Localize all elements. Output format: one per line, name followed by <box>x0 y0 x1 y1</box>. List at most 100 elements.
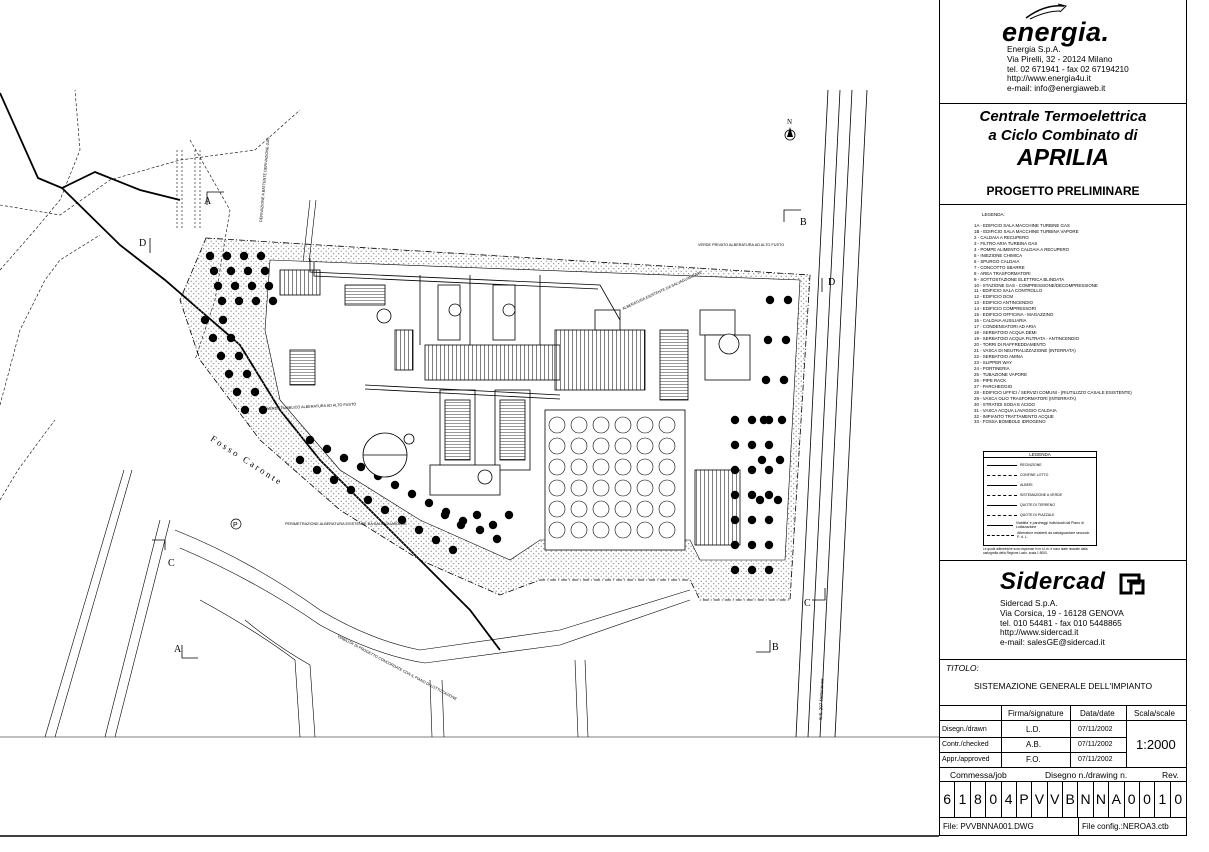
symbol-legend-label: RECINZIONE <box>1020 463 1042 467</box>
parking-symbol: P <box>230 518 242 530</box>
cooling-tower-cell <box>636 437 654 455</box>
energia-logo: energia. <box>1002 17 1110 47</box>
commessa-label: Commessa/job <box>950 770 1007 780</box>
file-config: File config.:NEROA3.ctb <box>1082 822 1169 831</box>
phase-label: PROGETTO PRELIMINARE <box>940 179 1186 205</box>
cooling-tower-cell <box>636 458 654 476</box>
tree-icon <box>264 281 274 291</box>
job-number-cell: 0 <box>1125 781 1140 817</box>
svg-text:A: A <box>204 196 212 207</box>
section-mark-c-right: C <box>804 588 826 609</box>
symbol-legend-label: QUOTE DI TERRENO <box>1020 503 1055 507</box>
legend-item: 11 - EDIFICIO SALA CONTROLLO <box>974 288 1043 294</box>
legend-item: 33 - FOSSA BOMBOLE IDROGENO <box>974 419 1046 425</box>
sidercad-logo: Sidercad <box>1000 568 1106 595</box>
tree-icon <box>224 369 234 379</box>
legend-symbol-icon <box>987 494 1017 496</box>
cooling-tower-cell <box>658 458 676 476</box>
date-drawn: 07/11/2002 <box>1078 726 1113 733</box>
tree-icon <box>397 515 407 525</box>
cooling-tower-cell <box>614 416 632 434</box>
cooling-tower-cell <box>636 521 654 539</box>
job-number-cell: A <box>1109 781 1125 817</box>
legend-item: 23 - SLIPPER WAY <box>974 359 1013 365</box>
tree-icon <box>472 510 482 520</box>
sig-approved: F.O. <box>1026 755 1041 764</box>
role-drawn: Disegn./drawn <box>942 726 987 733</box>
cooling-tower-cell <box>614 458 632 476</box>
tree-icon <box>260 266 270 276</box>
legend-symbol-icon <box>987 524 1013 526</box>
tree-icon <box>346 485 356 495</box>
section-mark-a-bottom: A <box>174 644 198 659</box>
tree-icon <box>242 369 252 379</box>
annotation-verde-privato: VERDE PRIVATO ALBERATURA AD ALTO FUSTO <box>698 243 784 247</box>
tree-icon <box>747 540 757 550</box>
job-number-cell: V <box>1032 781 1048 817</box>
cooling-tower-cell <box>614 479 632 497</box>
cooling-tower-cell <box>658 437 676 455</box>
tree-icon <box>305 435 315 445</box>
job-number-cell: 8 <box>971 781 987 817</box>
cooling-tower-cell <box>658 521 676 539</box>
svg-text:B: B <box>800 217 807 228</box>
cooling-tower-cell <box>636 479 654 497</box>
tree-icon <box>222 251 232 261</box>
legend-item: 28 - EDIFICIO UFFICI / SERVIZI COMUNI - … <box>974 389 1132 395</box>
job-number-cell: B <box>1063 781 1079 817</box>
tree-icon <box>258 405 268 415</box>
tree-icon <box>761 375 771 385</box>
tree-icon <box>730 440 740 450</box>
legend-item: 13 - EDIFICIO ANTINCENDIO <box>974 300 1034 306</box>
tree-icon <box>216 351 226 361</box>
job-number-cell: 4 <box>1002 781 1017 817</box>
section-mark-b-top: B <box>783 209 807 228</box>
job-number-cell: N <box>1094 781 1110 817</box>
rev-label: Rev. <box>1162 770 1179 780</box>
buildings <box>279 269 751 546</box>
project-title-line1: Centrale Termoelettrica <box>979 108 1147 125</box>
tree-icon <box>747 440 757 450</box>
legend-item: 1A - EDIFICIO SALA MACCHINE TURBINE GAS <box>974 223 1070 228</box>
annotation-perimetrazione: PERIMETRAZIONE ALBERATURA ESISTENTE DA S… <box>285 522 407 526</box>
cooling-tower-cell <box>548 521 566 539</box>
symbol-legend-label: Viabilita' e parcheggi individuati dal P… <box>1015 521 1084 529</box>
legend-item: 19 - SERBATOIO ACQUA FILTRATA - ANTINCEN… <box>974 336 1079 342</box>
legend-item: 24 - PORTINERIA <box>974 365 1010 371</box>
sig-drawn: L.D. <box>1026 725 1041 734</box>
cooling-tower-cell <box>548 437 566 455</box>
left-roads <box>44 199 691 738</box>
legend-item: 31 - VASCA ACQUA LAVAGGIO CALDAIA <box>974 407 1057 413</box>
cooling-tower-cell <box>592 500 610 518</box>
cooling-tower-cell <box>570 521 588 539</box>
energia-logo-icon <box>1025 3 1067 20</box>
tanks <box>362 303 740 485</box>
main-road <box>795 89 868 738</box>
tree-icon <box>251 296 261 306</box>
tree-icon <box>414 525 424 535</box>
cooling-tower-cell <box>548 458 566 476</box>
tree-icon <box>781 335 791 345</box>
cooling-tower-cell <box>570 416 588 434</box>
svg-text:A: A <box>174 644 182 655</box>
tree-icon <box>764 490 774 500</box>
legend-item: 3 - FILTRO ARIA TURBINA GAS <box>974 240 1038 246</box>
tree-icon <box>217 296 227 306</box>
tree-icon <box>764 565 774 575</box>
north-arrow: N <box>784 118 796 141</box>
tree-icon <box>329 475 339 485</box>
tree-icon <box>240 405 250 415</box>
legend-item: 14 - EDIFICIO COMPRESSORI <box>974 306 1036 312</box>
tree-icon <box>765 295 775 305</box>
tree-icon <box>504 510 514 520</box>
cooling-tower-cell <box>570 479 588 497</box>
tree-icon <box>226 333 236 343</box>
legend-symbol-icon <box>987 534 1015 536</box>
tree-icon <box>747 465 757 475</box>
tree-icon <box>730 415 740 425</box>
svg-text:C: C <box>168 558 175 569</box>
tree-icon <box>250 387 260 397</box>
tree-icon <box>757 455 767 465</box>
tree-icon <box>218 315 228 325</box>
